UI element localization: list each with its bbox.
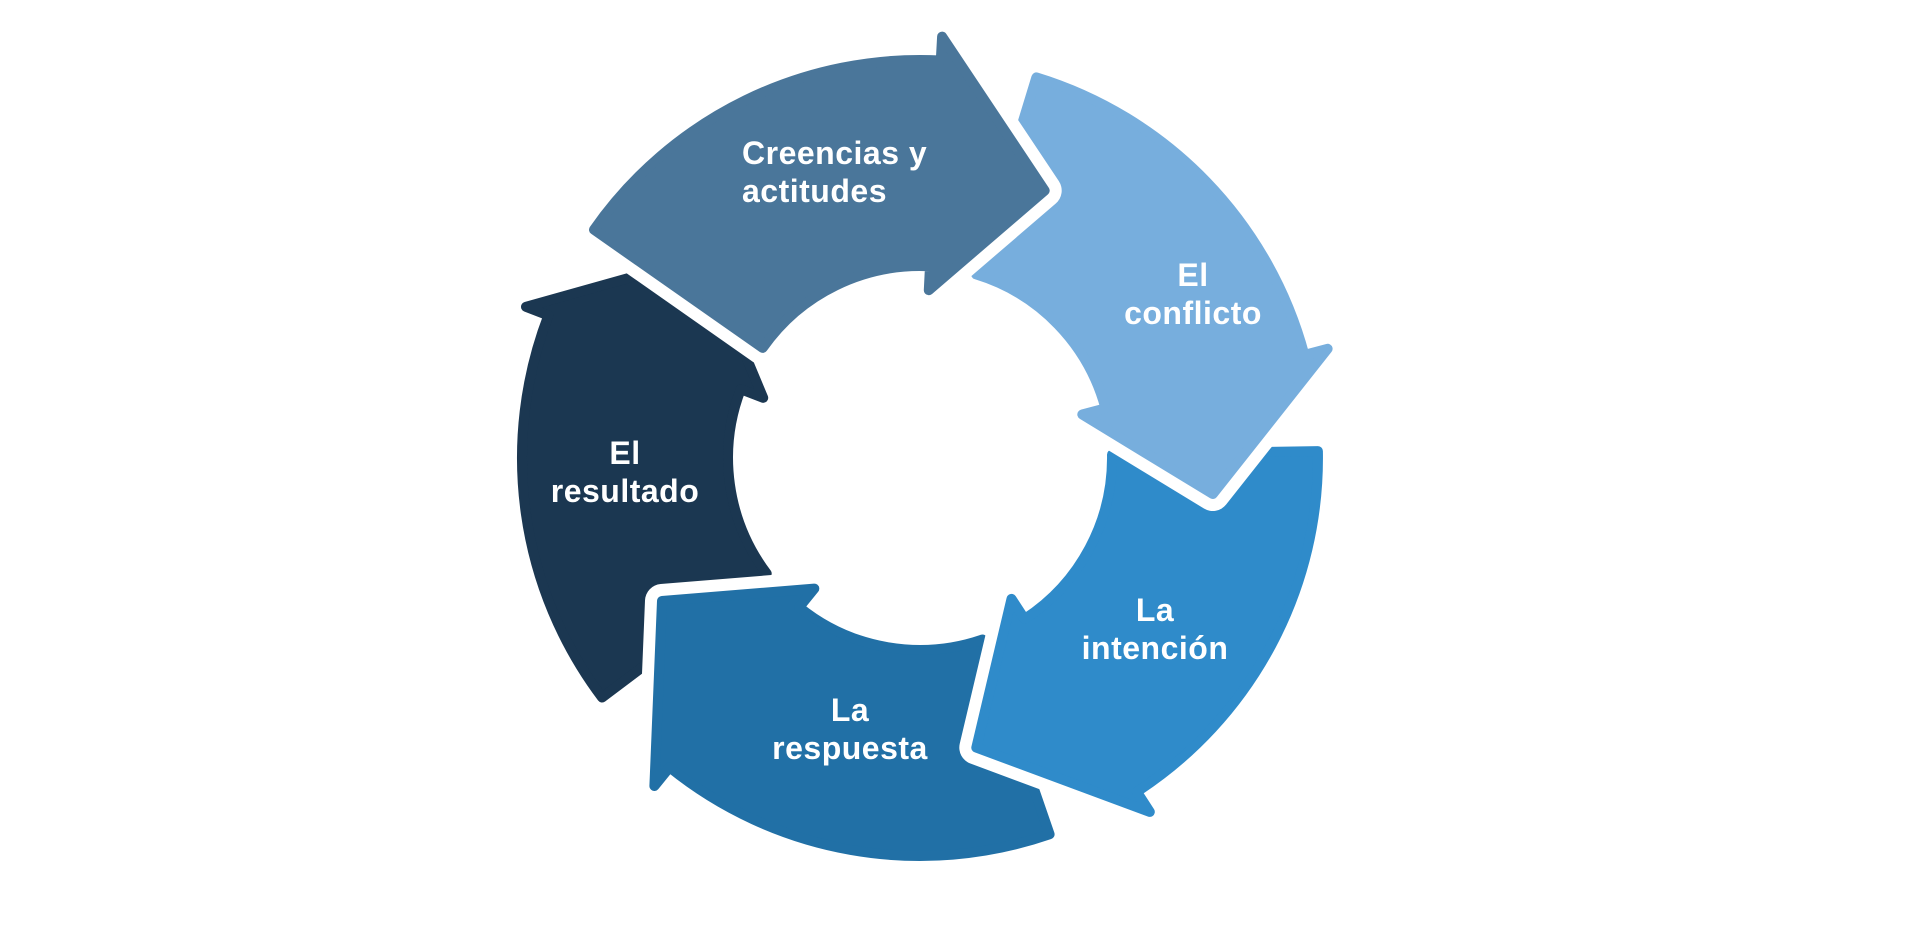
arrow-body-la-respuesta [649, 583, 1055, 861]
arrow-body-la-intencion [971, 446, 1323, 817]
cycle-arrow-la-intencion [959, 434, 1335, 829]
cycle-arrow-el-conflicto [959, 60, 1345, 511]
cycle-arrow-la-respuesta [637, 571, 1067, 873]
cycle-arrow-creencias-y-actitudes [577, 19, 1062, 365]
arrow-body-creencias-y-actitudes [589, 31, 1050, 353]
arrow-body-el-conflicto [971, 72, 1333, 499]
